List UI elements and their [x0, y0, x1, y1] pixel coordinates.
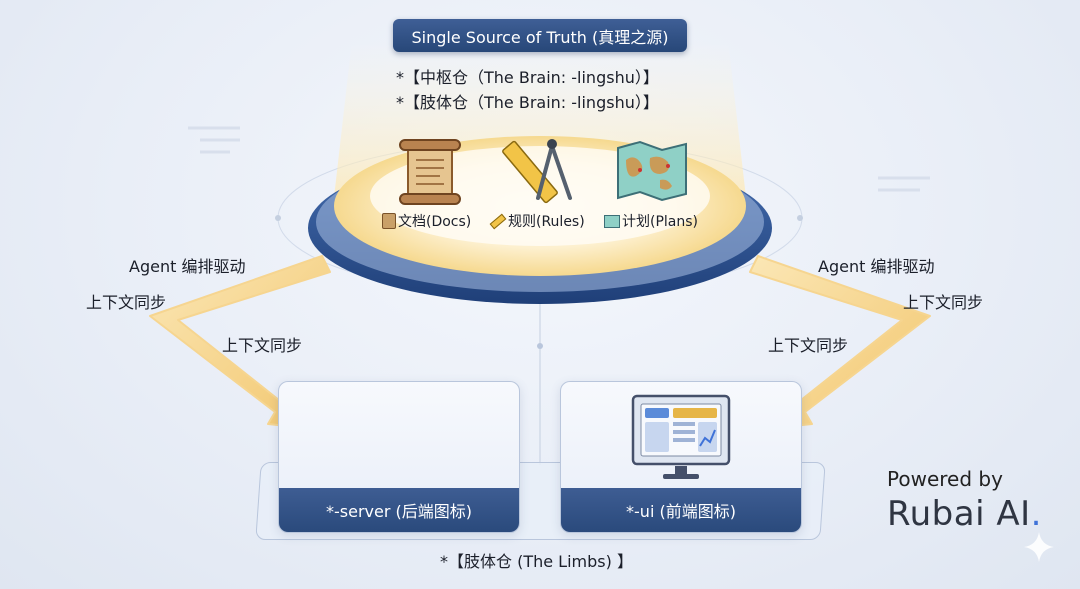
ruler-compass-icon [502, 139, 572, 204]
brand-logo: Rubai AI. [887, 494, 1042, 534]
hub-item-rules-label: 规则(Rules) [508, 214, 585, 230]
scroll-icon [399, 139, 461, 205]
server-card-footer: *-server (后端图标) [279, 488, 519, 532]
left-sync-label-outer: 上下文同步 [86, 293, 167, 312]
hub-item-plans: 计划(Plans) [604, 211, 698, 231]
ui-label: *-ui (前端图标) [626, 502, 736, 521]
ui-card-footer: *-ui (前端图标) [561, 488, 801, 532]
monitor-icon [631, 394, 731, 479]
scroll-mini-icon [382, 213, 396, 229]
server-card: *-server (后端图标) [278, 381, 520, 533]
hub-item-plans-label: 计划(Plans) [622, 214, 699, 230]
orbit-dot-right [797, 215, 803, 221]
hub-title: Single Source of Truth (真理之源) [411, 27, 669, 47]
right-agent-label: Agent 编排驱动 [818, 257, 935, 276]
ui-card: *-ui (前端图标) [560, 381, 802, 533]
limbs-repo-label: *【肢体仓 (The Limbs) 】 [440, 552, 633, 571]
left-sync-label-inner: 上下文同步 [222, 336, 303, 355]
connector-dot [537, 343, 543, 349]
powered-by-text: Powered by [887, 467, 1003, 491]
map-mini-icon [604, 214, 620, 228]
brain-repo-line: *【中枢仓（The Brain: -lingshu）】 [396, 68, 659, 87]
sparkle-icon [1024, 532, 1054, 562]
hub-item-rules: 规则(Rules) [489, 211, 585, 231]
orbit-dot-left [275, 215, 281, 221]
left-agent-label: Agent 编排驱动 [129, 257, 246, 276]
background-decoration [188, 126, 930, 192]
server-label: *-server (后端图标) [326, 502, 472, 521]
hub-item-docs-label: 文档(Docs) [398, 214, 472, 230]
right-sync-label-inner: 上下文同步 [768, 336, 849, 355]
hub-item-docs: 文档(Docs) [382, 211, 471, 231]
ruler-mini-icon [489, 213, 507, 229]
single-source-of-truth-badge: Single Source of Truth (真理之源) [393, 19, 687, 52]
limbs-repo-line: *【肢体仓（The Brain: -lingshu）】 [396, 93, 659, 112]
map-icon [617, 140, 687, 202]
right-sync-label-outer: 上下文同步 [903, 293, 984, 312]
brand-dot: . [1030, 494, 1042, 534]
brand-name: Rubai AI [887, 494, 1031, 534]
